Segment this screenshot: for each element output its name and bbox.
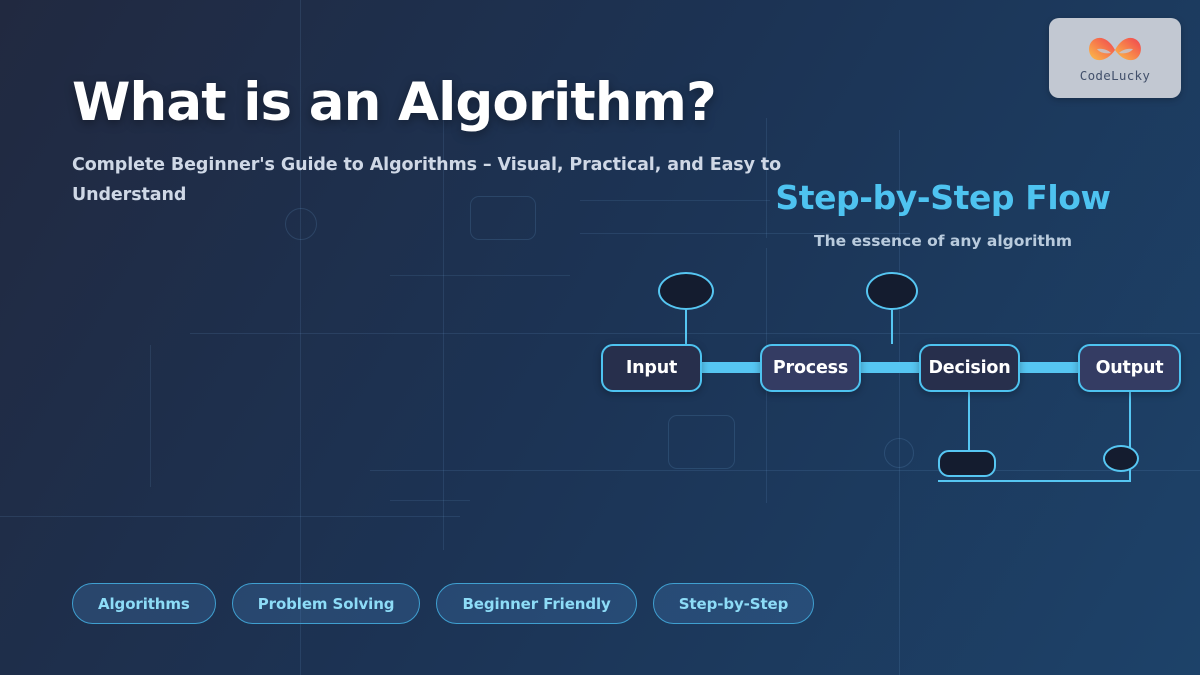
flow-connector xyxy=(853,362,930,373)
flow-branch-box xyxy=(938,450,996,477)
flow-node-label: Decision xyxy=(928,358,1011,378)
tag-step-by-step[interactable]: Step-by-Step xyxy=(652,583,815,624)
flow-branch-line xyxy=(1129,392,1131,482)
tag-list: Algorithms Problem Solving Beginner Frie… xyxy=(72,583,815,624)
flow-node-input[interactable]: Input xyxy=(601,344,702,392)
flow-node-label: Process xyxy=(772,358,849,378)
flow-branch-line xyxy=(968,392,970,450)
tag-problem-solving[interactable]: Problem Solving xyxy=(231,583,421,624)
tag-label: Algorithms xyxy=(98,594,190,613)
flow-stub-line xyxy=(891,310,893,344)
brand-logo-badge: CodeLucky xyxy=(1049,18,1181,98)
page-subtitle: Complete Beginner's Guide to Algorithms … xyxy=(72,155,782,206)
flow-node-decision[interactable]: Decision xyxy=(919,344,1020,392)
tag-beginner-friendly[interactable]: Beginner Friendly xyxy=(436,583,637,624)
panel-heading: Step-by-Step Flow xyxy=(775,178,1111,217)
flow-node-process[interactable]: Process xyxy=(760,344,861,392)
tag-algorithms[interactable]: Algorithms xyxy=(72,583,216,624)
flow-connector xyxy=(1012,362,1086,373)
flow-node-label: Output xyxy=(1095,358,1164,378)
flow-terminator-ellipse xyxy=(658,272,714,310)
flow-node-label: Input xyxy=(625,358,678,378)
flow-terminator-ellipse xyxy=(866,272,918,310)
flow-stub-line xyxy=(685,310,687,344)
tag-label: Beginner Friendly xyxy=(462,594,611,613)
tag-label: Problem Solving xyxy=(257,594,395,613)
flow-connector xyxy=(694,362,774,373)
flow-branch-ellipse xyxy=(1103,445,1139,472)
tag-label: Step-by-Step xyxy=(678,594,789,613)
panel-subheading: The essence of any algorithm xyxy=(814,232,1072,250)
page-title: What is an Algorithm? xyxy=(72,72,717,133)
brand-name: CodeLucky xyxy=(1079,68,1151,83)
infinity-loop-icon xyxy=(1089,37,1141,61)
flow-node-output[interactable]: Output xyxy=(1078,344,1181,392)
flow-branch-line xyxy=(938,480,1130,482)
